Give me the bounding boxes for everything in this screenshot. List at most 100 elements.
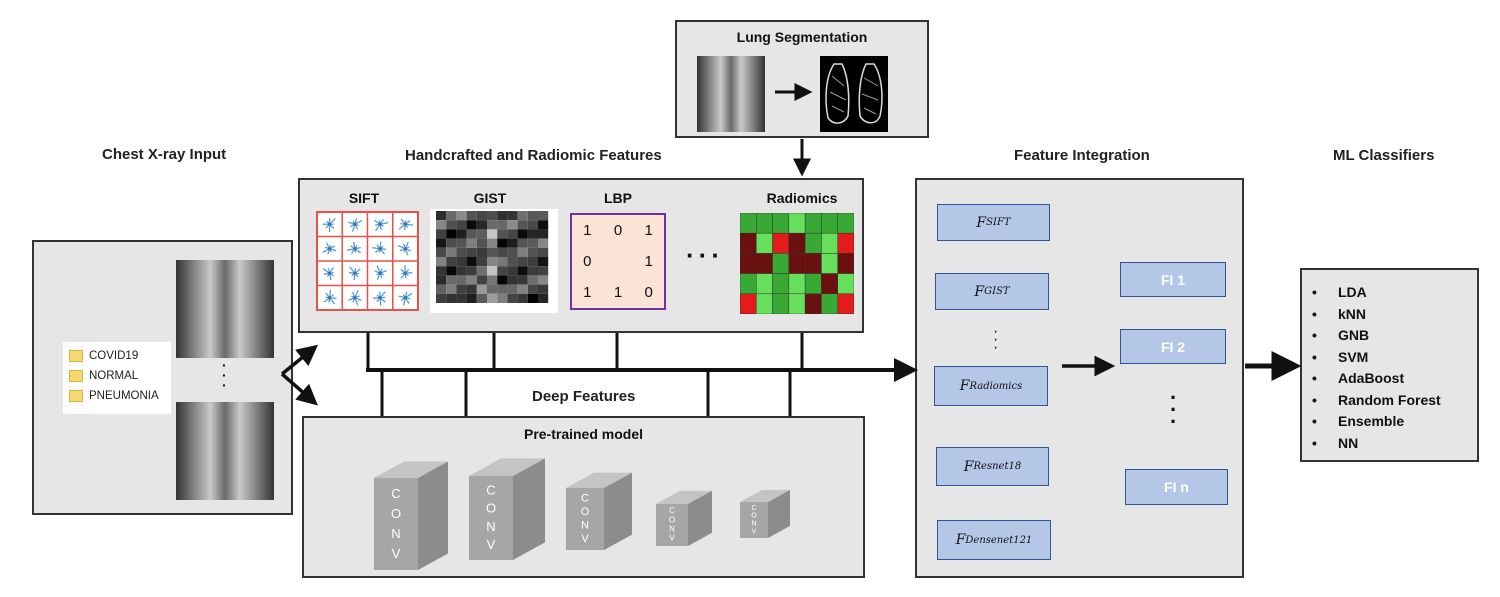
class-folder-list: COVID19 NORMAL PNEUMONIA (63, 342, 171, 414)
folder-pneumonia[interactable]: PNEUMONIA (69, 386, 165, 406)
folder-normal[interactable]: NORMAL (69, 366, 165, 386)
gist-cell (507, 284, 518, 294)
gist-title: GIST (473, 190, 507, 206)
conv-letter: N (751, 520, 756, 527)
sift-gradient-icon (322, 267, 335, 281)
gist-cell (497, 275, 508, 285)
sift-gradient-icon (322, 242, 337, 255)
gist-cell (456, 220, 467, 230)
gist-cell (527, 238, 538, 248)
sift-gradient-icon (347, 218, 363, 233)
sift-title: SIFT (348, 190, 380, 206)
classifier-item: •GNB (1312, 325, 1477, 347)
gist-cell (527, 293, 538, 303)
gist-cell (527, 257, 538, 267)
conv-letter: O (486, 501, 496, 516)
bullet-icon: • (1312, 370, 1317, 386)
sift-gradient-icon (400, 265, 413, 279)
gist-cell (517, 266, 528, 276)
classifier-item: •SVM (1312, 347, 1477, 369)
radiomics-cell (772, 213, 790, 234)
gist-cell (456, 275, 467, 285)
handcrafted-features-panel: SIFT GIST LBP Radiomics 1 0 1 0 1 1 1 0 … (298, 178, 864, 333)
heading-classifiers: ML Classifiers (1333, 147, 1435, 164)
radiomics-cell (837, 273, 854, 295)
gist-cell (476, 247, 487, 257)
radiomics-cell (788, 273, 806, 295)
gist-cell (507, 293, 518, 303)
gist-cell (497, 293, 508, 303)
gist-cell (466, 284, 477, 294)
radiomics-cell (837, 293, 854, 314)
classifier-item: •Ensemble (1312, 411, 1477, 433)
lbp-cell (603, 246, 634, 277)
radiomics-cell (804, 253, 822, 274)
gist-cell (517, 247, 528, 257)
gist-cell (456, 284, 467, 294)
radiomics-cell (804, 293, 822, 314)
sift-gradient-icon (346, 241, 361, 255)
folder-covid19[interactable]: COVID19 (69, 346, 165, 366)
xray-separator-dots: ··· (222, 357, 227, 393)
bullet-icon: • (1312, 284, 1317, 300)
classifier-item: •Random Forest (1312, 390, 1477, 412)
input-panel: ··· COVID19 NORMAL PNEUMONIA (32, 240, 293, 515)
fi-box-1: FI 1 (1120, 262, 1226, 297)
radiomics-cell (821, 232, 838, 254)
heading-input: Chest X-ray Input (102, 146, 227, 163)
gist-cell (538, 275, 549, 285)
gist-cell (446, 247, 457, 257)
gist-cell (466, 293, 477, 303)
gist-cell (446, 220, 457, 230)
gist-cell (487, 266, 498, 276)
conv-letter: O (669, 515, 675, 524)
gist-cell (517, 211, 528, 221)
sift-gradient-icon (348, 266, 361, 281)
radiomics-cell (756, 213, 773, 234)
gist-cell (517, 284, 528, 294)
radiomics-cell (804, 232, 822, 254)
gist-cell (527, 247, 538, 257)
conv-letter: V (581, 533, 589, 545)
radiomics-cell (788, 232, 806, 254)
gist-cell (436, 229, 447, 239)
radiomics-heatmap (740, 213, 854, 314)
classifiers-panel: •LDA•kNN•GNB•SVM•AdaBoost•Random Forest•… (1300, 268, 1479, 462)
heading-integration: Feature Integration (1014, 147, 1150, 164)
gist-cell (507, 266, 518, 276)
gist-cell (487, 229, 498, 239)
gist-cell (497, 284, 508, 294)
heading-deep: Deep Features (532, 388, 636, 405)
gist-cell (517, 257, 528, 267)
conv-letter: V (392, 546, 401, 561)
radiomics-cell (837, 213, 854, 234)
lung-segmentation-title: Lung Segmentation (736, 29, 868, 45)
folder-label: NORMAL (89, 370, 139, 382)
gist-cell (476, 238, 487, 248)
xray-top-image (176, 260, 274, 358)
classifier-item: • LDA (1312, 282, 1477, 304)
folder-icon (69, 390, 83, 402)
conv-letter: O (581, 506, 590, 518)
gist-cell (487, 247, 498, 257)
gist-cell (436, 238, 447, 248)
gist-cell (456, 293, 467, 303)
classifier-item: •NN (1312, 433, 1477, 455)
classifier-label: LDA (1338, 284, 1367, 300)
fi-box-n: FI n (1125, 469, 1228, 505)
conv-letter: V (669, 534, 675, 543)
gist-cell (446, 293, 457, 303)
gist-cell (436, 211, 447, 221)
gist-cell (466, 238, 477, 248)
bullet-icon: • (1312, 327, 1317, 343)
gist-cell (517, 238, 528, 248)
sift-gradient-icon (398, 218, 414, 231)
gist-cell (487, 238, 498, 248)
gist-cell (446, 238, 457, 248)
classifier-label: Random Forest (1338, 391, 1441, 408)
radiomics-cell (756, 273, 773, 295)
